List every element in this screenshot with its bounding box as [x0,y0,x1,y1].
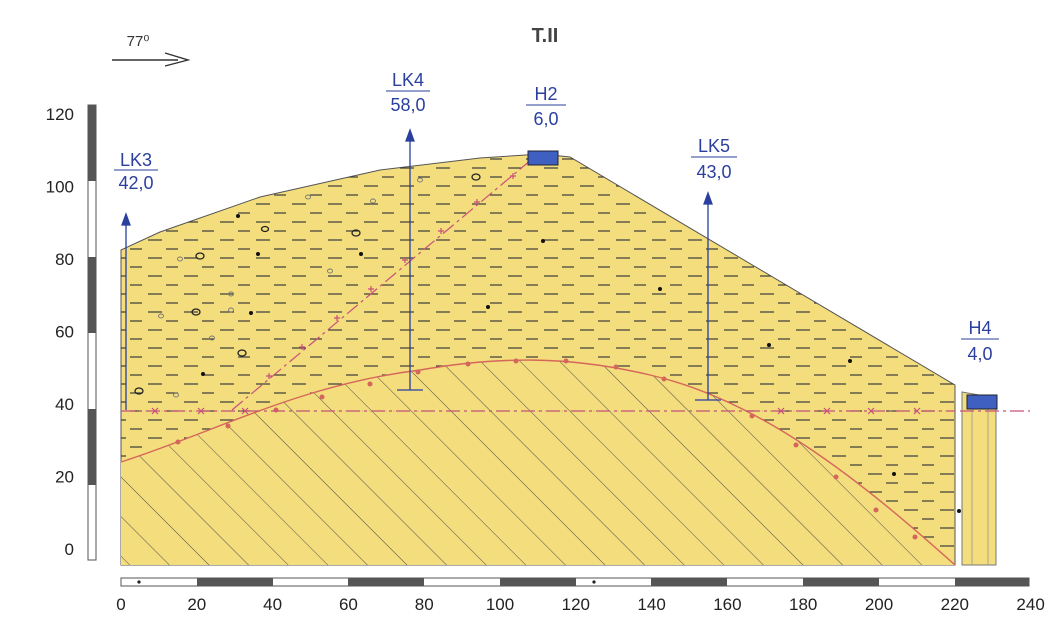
lk5-depth: 43,0 [696,162,731,182]
lk3-name: LK3 [120,150,152,170]
horizontal-scale-tick-label: 120 [562,595,590,614]
label-h4: H4 4,0 [961,318,999,364]
horizontal-scale-bar [120,577,1030,587]
h4-name: H4 [968,318,991,338]
lk4-depth: 58,0 [390,95,425,115]
vertical-scale-labels: 0 20 40 60 80 100 120 [46,105,74,559]
layer-boundary [120,358,956,566]
vertical-scale-tick-label: 120 [46,105,74,124]
vertical-scale-tick-label: 40 [55,395,74,414]
horizontal-scale-tick-label: 160 [713,595,741,614]
vertical-scale-tick-label: 80 [55,250,74,269]
horizontal-scale-tick-label: 240 [1016,595,1044,614]
horizontal-scale-tick-label: 180 [789,595,817,614]
h4-depth: 4,0 [967,344,992,364]
label-lk3: LK3 42,0 [114,150,158,193]
borehole-lk4 [397,128,423,391]
horizontal-scale-tick-label: 80 [415,595,434,614]
pebble-symbols [158,177,423,398]
lk5-name: LK5 [698,136,730,156]
label-lk4: LK4 58,0 [386,70,430,115]
fault-line [231,159,532,411]
vertical-scale-tick-label: 0 [65,540,74,559]
gravel-symbols [134,173,481,395]
lk4-name: LK4 [392,70,424,90]
horizontal-scale-tick-label: 220 [941,595,969,614]
horizontal-scale-tick-label: 100 [486,595,514,614]
vertical-scale-tick-label: 20 [55,468,74,487]
title: T.II [532,25,559,47]
direction-arrow: 77⁰ [112,33,191,67]
right-section [960,391,1030,566]
groundwater-line [121,407,955,415]
horizontal-scale-tick-label: 0 [116,595,125,614]
label-h2: H2 6,0 [526,84,566,129]
lk3-depth: 42,0 [118,173,153,193]
well-h4-marker [966,394,998,410]
h2-depth: 6,0 [533,109,558,129]
dot-symbols [201,214,961,513]
horizontal-scale-tick-label: 60 [339,595,358,614]
direction-label: 77⁰ [127,33,150,50]
well-h2-marker [527,150,559,166]
borehole-lk5 [695,191,721,401]
borehole-lk3 [121,212,131,410]
horizontal-scale-tick-label: 20 [187,595,206,614]
vertical-scale-bar [87,104,97,561]
horizontal-scale-tick-label: 40 [263,595,282,614]
vertical-scale-tick-label: 60 [55,323,74,342]
horizontal-scale-tick-label: 200 [865,595,893,614]
vertical-scale-tick-label: 100 [46,178,74,197]
label-lk5: LK5 43,0 [691,136,737,182]
horizontal-scale-labels: 0 20 40 60 80 100 120 140 160 180 200 220 240 [116,595,1045,614]
h2-name: H2 [534,84,557,104]
horizontal-scale-tick-label: 140 [637,595,665,614]
